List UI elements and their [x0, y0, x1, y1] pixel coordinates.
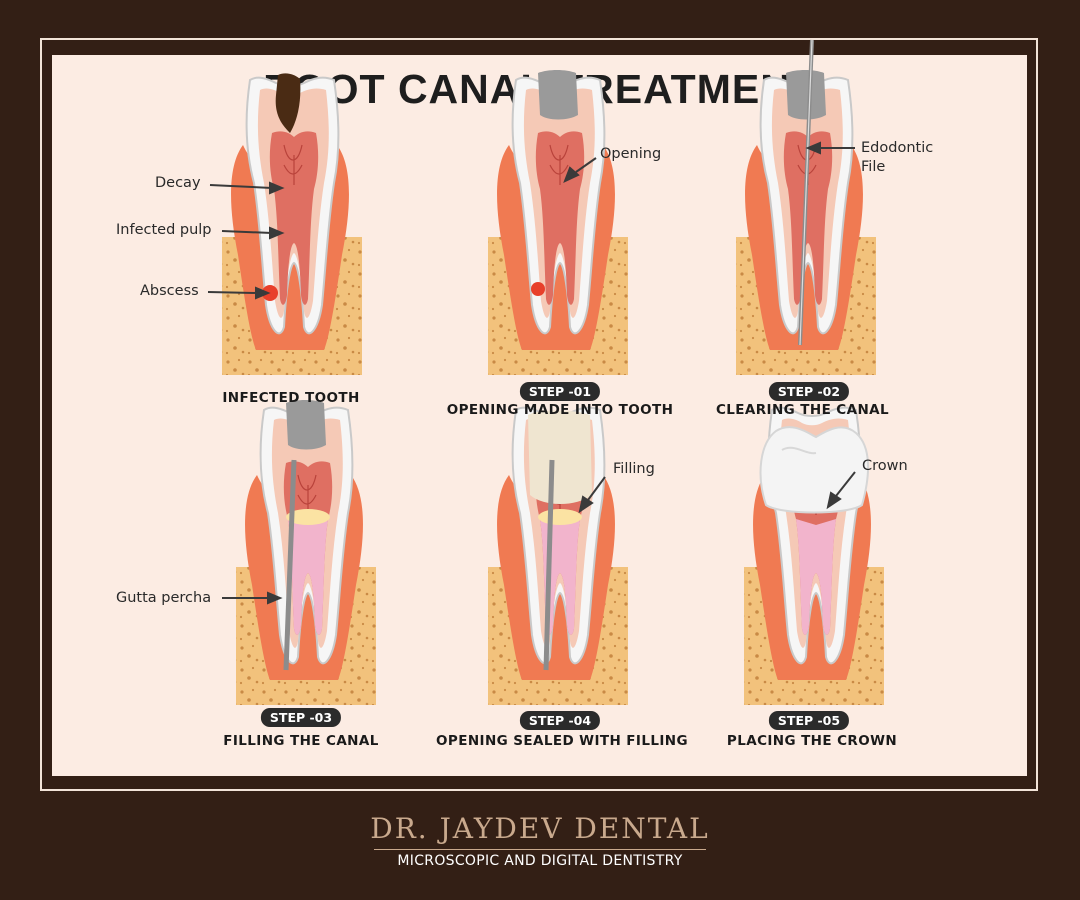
caption-step-04: OPENING SEALED WITH FILLING: [436, 733, 688, 749]
step-badge-01: STEP -01: [519, 382, 601, 401]
caption-step-01: OPENING MADE INTO TOOTH: [446, 402, 674, 418]
filling-canal-illustration: [236, 400, 376, 705]
opening-tooth-illustration: [488, 70, 628, 375]
gutta-percha-label: Gutta percha: [116, 590, 212, 606]
brand-name: DR. JAYDEV DENTAL: [370, 812, 710, 845]
step-badge-03: STEP -03: [260, 708, 342, 727]
opening-label: Opening: [600, 146, 662, 162]
edodontic-label: Edodontic: [861, 140, 934, 156]
caption-infected-tooth: INFECTED TOOTH: [222, 390, 360, 406]
outer-frame: [40, 38, 1038, 791]
filling-label: Filling: [613, 461, 655, 477]
decay-label: Decay: [155, 175, 201, 191]
brand-divider: [374, 849, 706, 850]
infected-tooth-illustration: [222, 73, 362, 375]
crown-placed-illustration: [744, 406, 884, 705]
infected-pulp-label: Infected pulp: [116, 222, 212, 238]
caption-step-05: PLACING THE CROWN: [726, 733, 898, 749]
clearing-canal-illustration: [736, 39, 876, 375]
file-label: File: [861, 159, 886, 175]
caption-step-02: CLEARING THE CANAL: [715, 402, 889, 418]
step-badge-05: STEP -05: [768, 711, 850, 730]
sealed-filling-illustration: [488, 406, 628, 705]
step-badge-02: STEP -02: [768, 382, 850, 401]
step-badge-04: STEP -04: [519, 711, 601, 730]
caption-step-03: FILLING THE CANAL: [223, 733, 379, 749]
brand-tagline: MICROSCOPIC AND DIGITAL DENTISTRY: [397, 853, 683, 869]
crown-label: Crown: [862, 458, 908, 474]
annotation-arrows: [207, 141, 856, 605]
abscess-label: Abscess: [140, 283, 199, 299]
